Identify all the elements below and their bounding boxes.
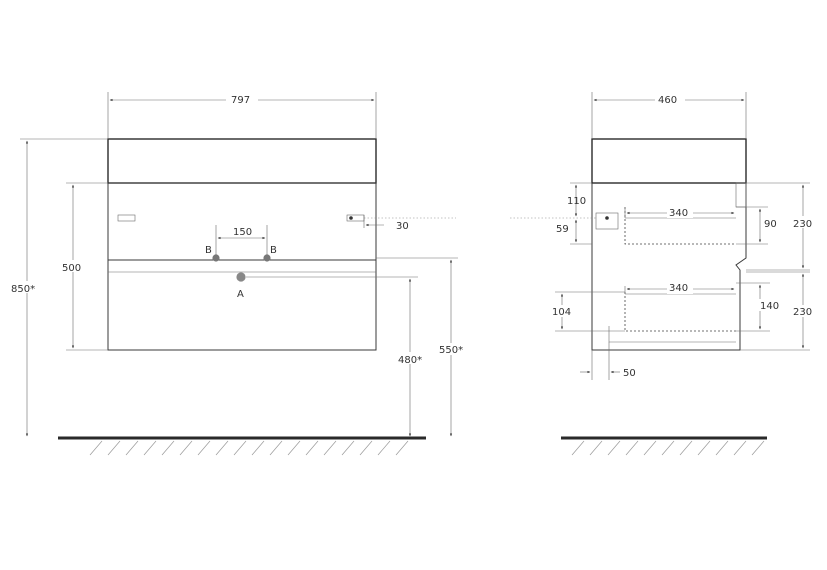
inlet-b-right-label: B	[270, 245, 277, 256]
drain-height-label: 480*	[398, 355, 422, 366]
mount-height-label: 550*	[439, 345, 463, 356]
front-floor-hatch	[89, 440, 409, 456]
side-view: 460 110 59 340 90 230 340	[510, 92, 817, 456]
lower-depth-label: 340	[669, 283, 688, 294]
right-bracket-hole	[349, 216, 353, 220]
side-countertop	[591, 138, 747, 184]
tap-spacing-label: 150	[233, 227, 252, 238]
upper-drawer-front	[735, 182, 747, 208]
side-floor-hatch	[571, 440, 765, 456]
upper-depth-label: 340	[669, 208, 688, 219]
upper-drawer-box	[624, 207, 736, 245]
front-cabinet-body	[107, 182, 377, 351]
cabinet-height-label: 500	[62, 263, 81, 274]
side-bracket-hole	[605, 216, 609, 220]
inlet-b-left-label: B	[205, 245, 212, 256]
side-wall-bracket	[595, 212, 619, 230]
inlet-b-right	[263, 254, 271, 262]
lower-offset-label: 104	[552, 307, 571, 318]
upper-inner-label: 90	[764, 219, 777, 230]
front-countertop	[107, 138, 377, 184]
drain-a-label: A	[237, 289, 244, 300]
front-view: 30 B B A 150 797 850* 500 480*	[9, 92, 467, 456]
drain-a	[236, 272, 246, 282]
inlet-b-left	[212, 254, 220, 262]
width-label: 797	[231, 95, 250, 106]
left-wall-bracket	[117, 214, 136, 222]
depth-label: 460	[658, 95, 677, 106]
side-plinth	[608, 326, 736, 343]
bracket-top-label: 110	[567, 196, 586, 207]
bracket-center-label: 59	[556, 224, 569, 235]
plinth-offset-label: 50	[623, 368, 636, 379]
lower-inner-label: 140	[760, 301, 779, 312]
overall-height-label: 850*	[11, 284, 35, 295]
bracket-offset-label: 30	[396, 221, 409, 232]
lower-drawer-box	[624, 292, 736, 332]
lower-front-label: 230	[793, 307, 812, 318]
upper-front-label: 230	[793, 219, 812, 230]
